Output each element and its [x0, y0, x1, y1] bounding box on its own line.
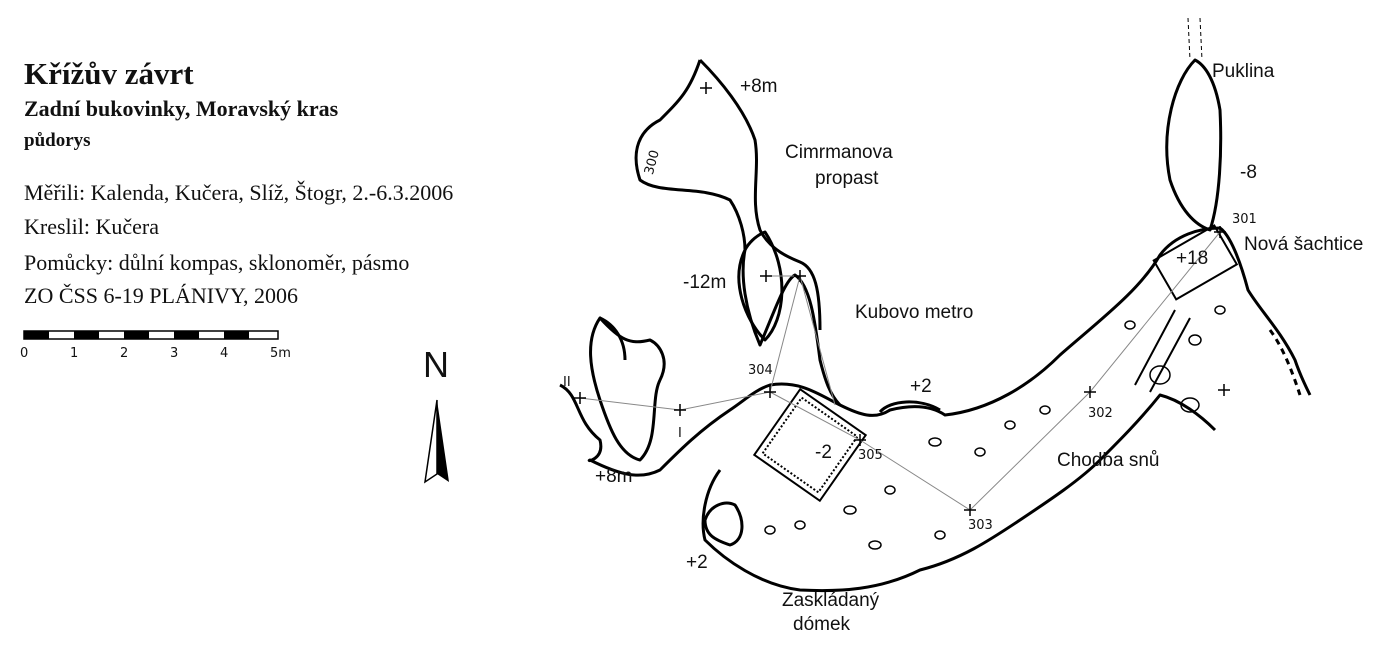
- scale-tick-0: 0: [20, 346, 29, 361]
- organization: ZO ČSS 6-19 PLÁNIVY, 2006: [24, 283, 299, 308]
- label-kubovo-metro: Kubovo metro: [855, 302, 974, 323]
- station-305: 305: [858, 448, 883, 463]
- survey-stations: [574, 82, 1230, 516]
- station-303: 303: [968, 518, 993, 533]
- label-chodba-snu: Chodba snů: [1057, 450, 1160, 471]
- scale-tick-2: 2: [120, 346, 129, 361]
- label-i: I: [678, 426, 682, 441]
- scale-bar: [23, 330, 279, 340]
- shaft-plus18: [1152, 224, 1239, 301]
- label-minus12: -12m: [683, 272, 727, 293]
- left-passage: [589, 316, 666, 462]
- north-label: N: [423, 344, 449, 385]
- station-301: 301: [1232, 212, 1257, 227]
- scale-tick-4: 4: [220, 346, 229, 361]
- label-plus8-left: +8m: [595, 466, 633, 487]
- instruments: Pomůcky: důlní kompas, sklonoměr, pásmo: [24, 250, 410, 275]
- map-kind: půdorys: [24, 130, 91, 151]
- north-arrow-icon: [424, 399, 449, 484]
- map-subtitle: Zadní bukovinky, Moravský kras: [24, 96, 339, 121]
- label-plus8-top: +8m: [740, 76, 778, 97]
- station-302: 302: [1088, 406, 1113, 421]
- rubble: [764, 305, 1226, 550]
- label-plus2-mid: +2: [910, 376, 932, 397]
- label-puklina: Puklina: [1212, 61, 1275, 82]
- label-minus2: -2: [815, 442, 832, 463]
- surveyors: Měřili: Kalenda, Kučera, Slíž, Štogr, 2.…: [24, 180, 454, 205]
- label-nova-sachtice: Nová šachtice: [1244, 234, 1364, 255]
- scale-tick-5m: 5m: [270, 346, 291, 361]
- scale-tick-3: 3: [170, 346, 179, 361]
- main-passage: [559, 226, 1312, 477]
- station-304: 304: [748, 363, 773, 378]
- drawn-by: Kreslil: Kučera: [24, 214, 159, 239]
- label-ii: II: [563, 375, 571, 390]
- plus2-chamber: [878, 400, 941, 414]
- cimrmanova-shaft: [634, 59, 842, 407]
- shaft-minus2: [752, 387, 868, 503]
- scale-tick-1: 1: [70, 346, 79, 361]
- map-title: Křížův závrt: [24, 56, 194, 91]
- label-cimrmanova: Cimrmanova: [785, 142, 893, 163]
- label-plus2-low: +2: [686, 552, 708, 573]
- shaft-lower: [1134, 309, 1191, 393]
- label-zaskladany: Zaskládaný: [782, 590, 880, 611]
- label-minus8: -8: [1240, 162, 1257, 183]
- label-propast: propast: [815, 168, 879, 189]
- label-plus18: +18: [1176, 248, 1209, 269]
- plus2-alcove: [703, 501, 744, 547]
- minus12-pit: [737, 230, 784, 342]
- label-domek: dómek: [793, 614, 851, 635]
- puklina-fissure: [1165, 58, 1223, 232]
